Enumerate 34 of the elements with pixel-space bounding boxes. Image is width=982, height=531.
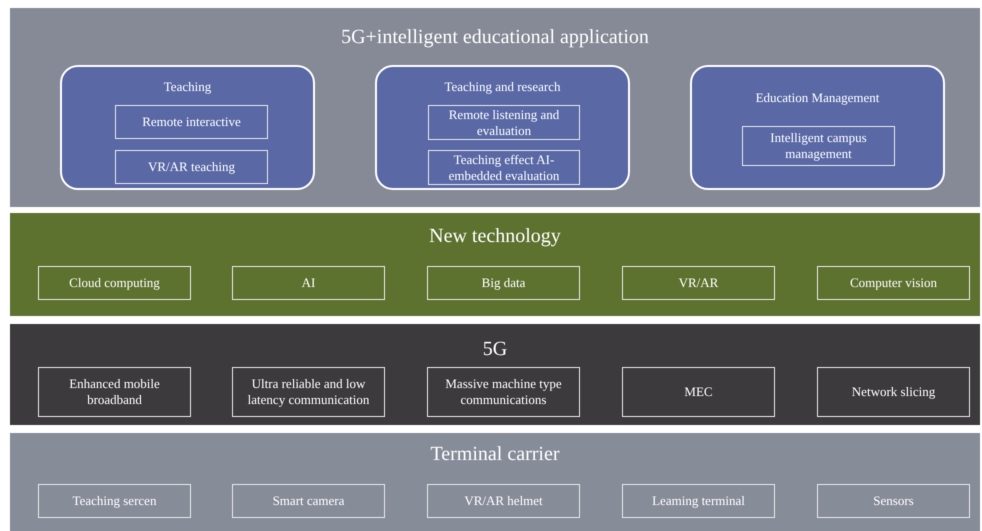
label-box: Massive machine type communications bbox=[427, 367, 580, 417]
panel-heading: Education Management bbox=[754, 90, 880, 106]
label-box: Big data bbox=[427, 266, 580, 300]
label-box: Teaching effect AI-embedded evaluation bbox=[428, 150, 580, 185]
label-box: AI bbox=[232, 266, 385, 300]
label-box: MEC bbox=[622, 367, 775, 417]
label-box: VR/AR helmet bbox=[427, 484, 580, 518]
layer-band bbox=[10, 433, 980, 531]
label-box: Intelligent campus management bbox=[742, 126, 895, 166]
label-box: VR/AR teaching bbox=[115, 150, 268, 184]
label-box: Smart camera bbox=[232, 484, 385, 518]
panel-heading: Teaching and research bbox=[443, 79, 562, 95]
label-box: Network slicing bbox=[817, 367, 970, 417]
layer-band bbox=[10, 8, 980, 207]
label-box: Enhanced mobile broadband bbox=[38, 367, 191, 417]
layer-title: 5G bbox=[482, 338, 508, 361]
layer-band bbox=[10, 324, 980, 425]
panel-heading: Teaching bbox=[162, 79, 212, 95]
layer-title: Terminal carrier bbox=[429, 443, 561, 466]
layer-band bbox=[10, 213, 980, 316]
label-box: Leaming terminal bbox=[622, 484, 775, 518]
label-box: Ultra reliable and low latency communication bbox=[232, 367, 385, 417]
label-box: Computer vision bbox=[817, 266, 970, 300]
label-box: Teaching sercen bbox=[38, 484, 191, 518]
label-box: Remote interactive bbox=[115, 105, 268, 139]
category-panel bbox=[690, 65, 945, 190]
label-box: Cloud computing bbox=[38, 266, 191, 300]
category-panel bbox=[375, 65, 630, 190]
label-box: Remote listening and evaluation bbox=[428, 105, 580, 140]
label-box: Sensors bbox=[817, 484, 970, 518]
layer-title: 5G+intelligent educational application bbox=[340, 26, 650, 49]
layer-title: New technology bbox=[428, 225, 562, 248]
label-box: VR/AR bbox=[622, 266, 775, 300]
category-panel bbox=[60, 65, 315, 190]
